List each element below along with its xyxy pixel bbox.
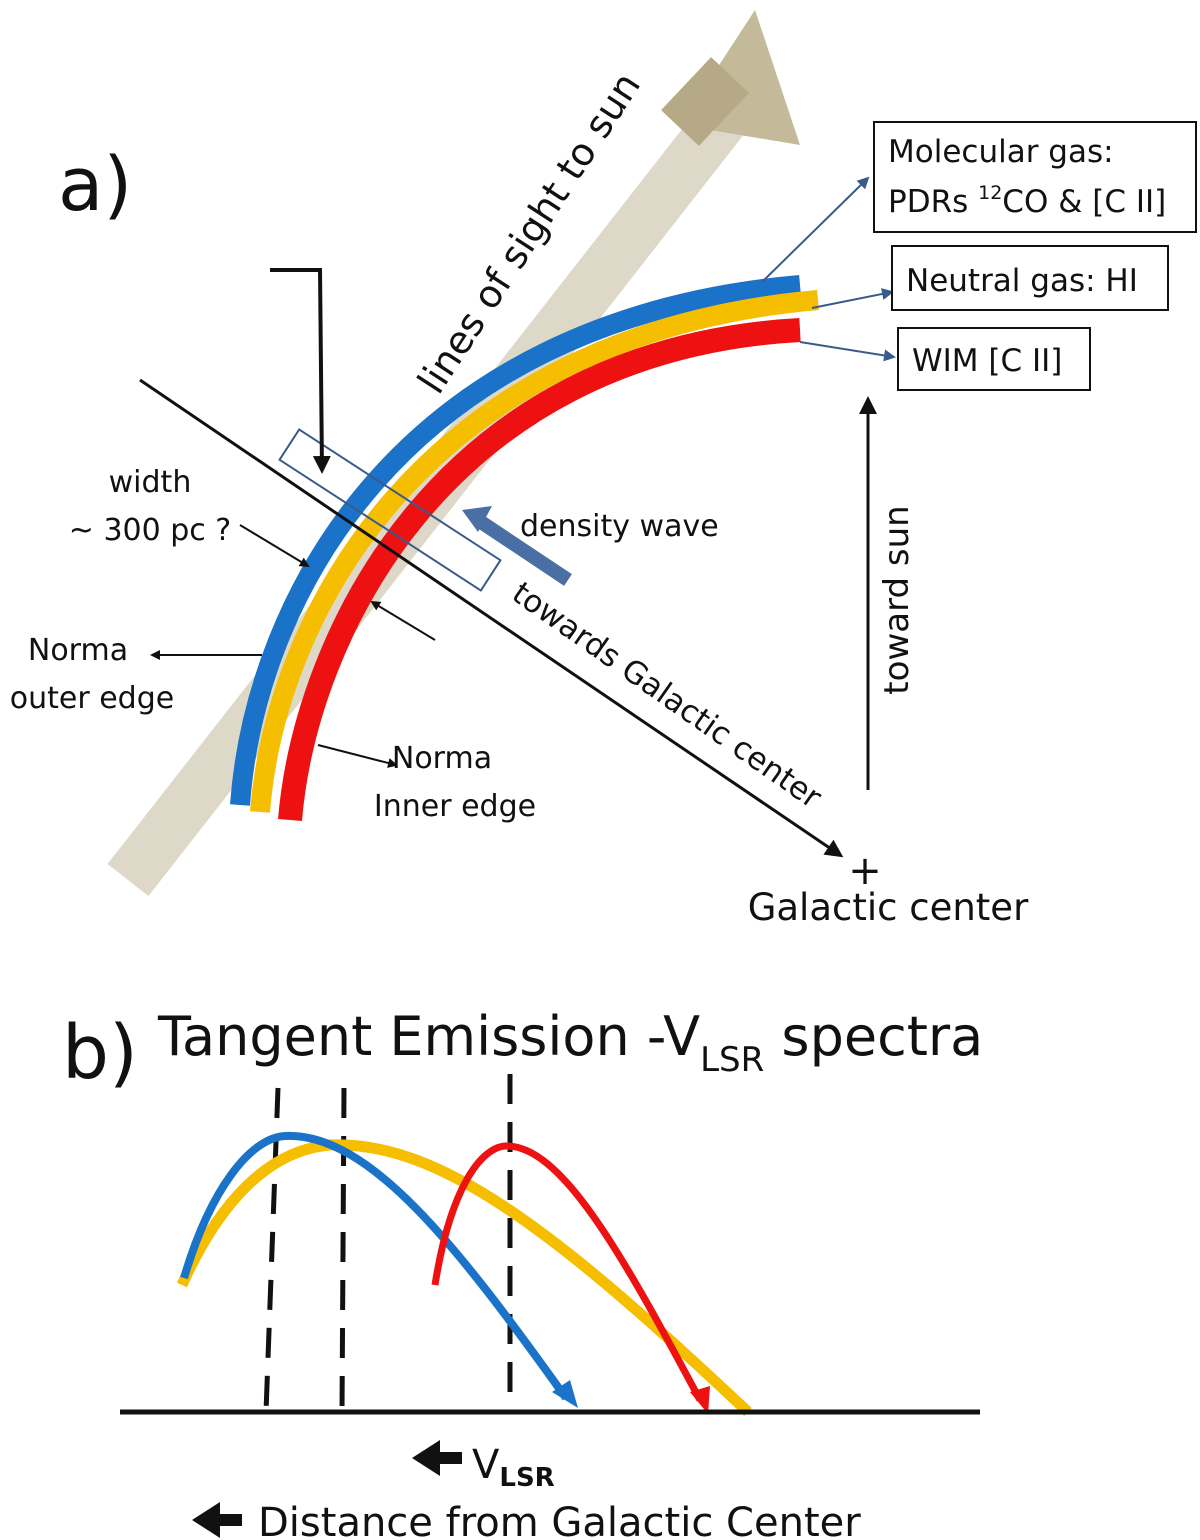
gc-label: Galactic center xyxy=(748,886,1029,929)
arm-neutral xyxy=(250,290,819,813)
neutral-pointer xyxy=(811,288,894,309)
density-wave-label: density wave xyxy=(520,509,719,544)
spectrum-neutral xyxy=(176,1139,752,1417)
molecular-box-suffix: CO & [C II] xyxy=(1002,184,1166,220)
molecular-box-line2: PDRs 12CO & [C II] xyxy=(888,182,1166,220)
vlsr-label: VLSR xyxy=(472,1442,555,1493)
norma-inner-label-1: Norma xyxy=(392,741,492,776)
toward-sun-label: toward sun xyxy=(877,505,917,694)
distance-left-arrow xyxy=(192,1502,242,1538)
width-label-2: ~ 300 pc ? xyxy=(69,513,231,548)
arm-molecular xyxy=(230,275,801,806)
norma-outer-label-1: Norma xyxy=(28,633,128,668)
density-wave-arrow xyxy=(474,514,572,586)
dashed-marker-2 xyxy=(339,1087,347,1413)
norma-inner-arrow xyxy=(317,744,398,768)
vlsr-left-arrow xyxy=(412,1440,462,1476)
towards-gc-label: towards Galactic center xyxy=(505,575,828,816)
gc-plus-mark: + xyxy=(848,848,882,894)
wim-box-text: WIM [C II] xyxy=(912,343,1062,379)
density-wave-arrowhead xyxy=(462,506,492,532)
vlsr-sub: LSR xyxy=(499,1463,554,1493)
molecular-box-line1: Molecular gas: xyxy=(888,134,1114,170)
panel-a-label: a) xyxy=(58,142,132,228)
width-arrow-right xyxy=(370,600,436,641)
wim-pointer xyxy=(799,341,896,362)
title-prefix: Tangent Emission -V xyxy=(157,1005,700,1068)
title-suffix: spectra xyxy=(764,1005,983,1068)
spectrum-wim-arrowhead xyxy=(690,1386,710,1414)
panel-b-title: Tangent Emission -VLSR spectra xyxy=(157,1005,983,1080)
dashed-marker-1 xyxy=(263,1087,281,1413)
neutral-box-text: Neutral gas: HI xyxy=(906,263,1138,299)
molecular-box-sup: 12 xyxy=(978,182,1002,204)
molecular-box-prefix: PDRs xyxy=(888,184,978,220)
molecular-pointer xyxy=(761,176,870,283)
bent-pointer-arrow xyxy=(270,268,331,474)
distance-label: Distance from Galactic Center xyxy=(258,1500,861,1540)
norma-outer-label-2: outer edge xyxy=(10,681,174,716)
title-sub: LSR xyxy=(700,1040,764,1080)
spectrum-molecular-arrowhead xyxy=(552,1380,578,1408)
tangent-box xyxy=(278,428,502,592)
panel-a: lines of sight to sun Molecular gas: PDR… xyxy=(10,10,1197,929)
molecular-box xyxy=(873,121,1197,233)
width-arrow-left xyxy=(239,524,310,568)
panel-b-label: b) xyxy=(62,1010,138,1096)
spectrum-molecular xyxy=(180,1131,570,1401)
sightline-band-end xyxy=(661,57,749,146)
vlsr-v: V xyxy=(472,1442,500,1488)
spectrum-wim xyxy=(431,1142,704,1402)
neutral-box xyxy=(891,245,1169,311)
arm-wim xyxy=(278,318,801,822)
panel-b: b) Tangent Emission -VLSR spectra VLSR D… xyxy=(62,1005,983,1540)
gc-direction-line xyxy=(139,378,844,858)
norma-inner-label-2: Inner edge xyxy=(374,789,536,824)
width-label-1: width xyxy=(109,465,192,500)
wim-box xyxy=(897,327,1091,391)
